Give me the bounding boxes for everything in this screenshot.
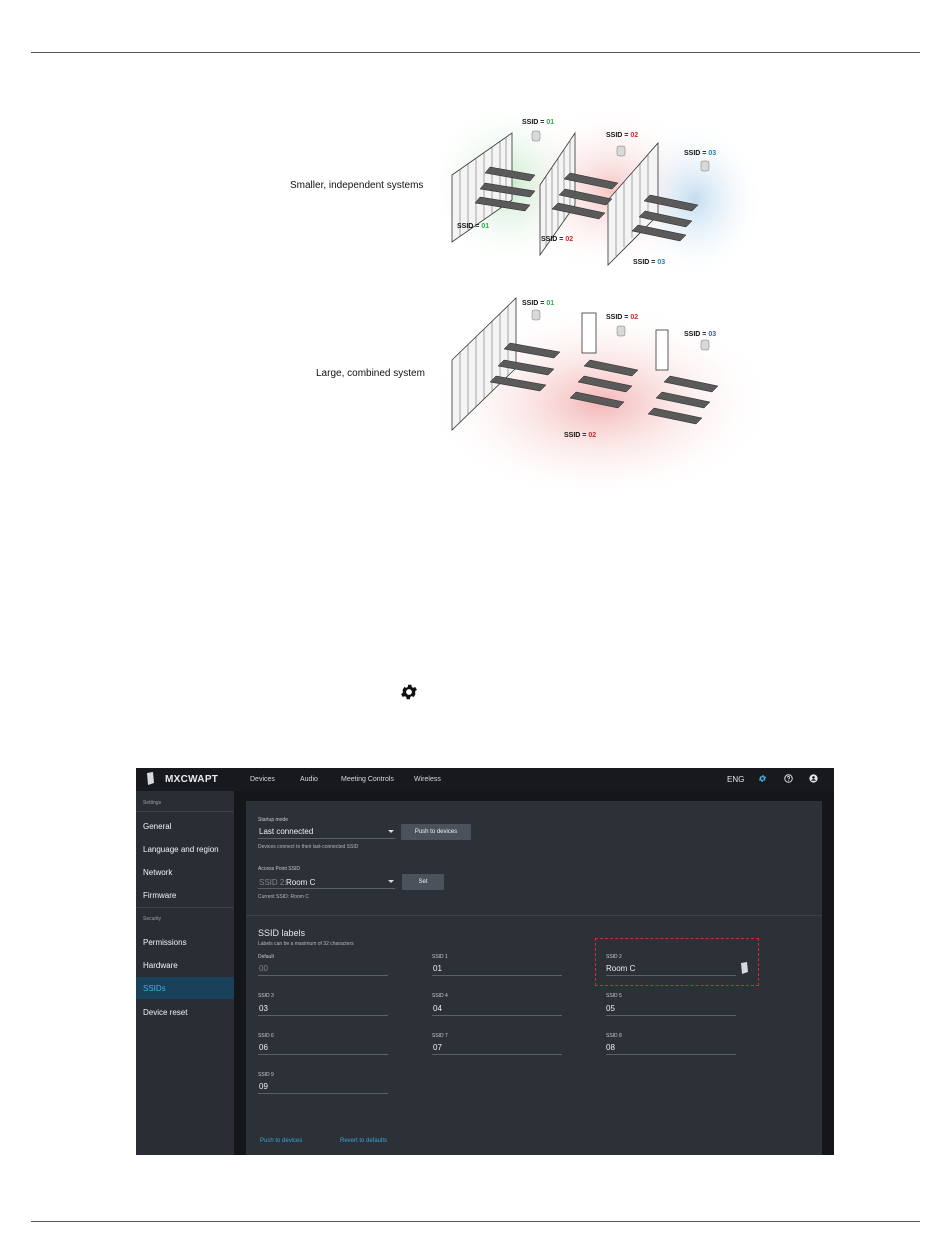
svg-text:SSID = 01: SSID = 01: [522, 119, 554, 126]
section-divider: [246, 915, 822, 916]
ssid-7-field[interactable]: 07: [433, 1043, 442, 1052]
sidebar-section-security: Security: [143, 916, 162, 922]
sidebar-item-permissions[interactable]: Permissions: [143, 938, 187, 947]
ssid-2-field[interactable]: Room C: [606, 964, 636, 973]
ssid-5-label: SSID 5: [606, 993, 622, 999]
sidebar-item-hardware[interactable]: Hardware: [143, 961, 178, 970]
app-brand: MXCWAPT: [165, 774, 219, 785]
svg-text:SSID = 03: SSID = 03: [684, 331, 716, 338]
ssid-1-field[interactable]: 01: [433, 964, 442, 973]
ssid-default-underline: [258, 975, 388, 976]
combined-system-illustration: SSID = 01 SSID = 02 SSID = 03 SSID = 02: [440, 293, 760, 488]
chevron-down-icon[interactable]: [388, 830, 394, 833]
sidebar-section-settings: Settings: [143, 800, 162, 806]
svg-text:SSID = 02: SSID = 02: [606, 314, 638, 321]
label-combined-system: Large, combined system: [316, 368, 425, 379]
top-rule: [31, 52, 920, 53]
ssid-5-field[interactable]: 05: [606, 1004, 615, 1013]
settings-gear-icon[interactable]: [758, 774, 767, 783]
ssid-3-label: SSID 3: [258, 993, 274, 999]
ssid-9-label: SSID 9: [258, 1072, 274, 1078]
settings-sidebar: Settings General Language and region Net…: [136, 791, 234, 1155]
startup-mode-label: Startup mode: [258, 817, 289, 823]
app-window: MXCWAPT Devices Audio Meeting Controls W…: [136, 768, 834, 1155]
ssid-4-field[interactable]: 04: [433, 1004, 442, 1013]
label-independent-systems: Smaller, independent systems: [290, 180, 424, 191]
push-to-devices-button[interactable]: Push to devices: [401, 824, 471, 840]
access-point-ssid-select[interactable]: Room C: [286, 878, 316, 887]
ssid-4-label: SSID 4: [432, 993, 448, 999]
access-point-ssid-label: Access Point SSID: [258, 866, 300, 872]
ssid-6-label: SSID 6: [258, 1033, 274, 1039]
ssid-8-field[interactable]: 08: [606, 1043, 615, 1052]
access-point-ssid-prefix: SSID 2:: [259, 878, 287, 887]
ssid-9-underline: [258, 1093, 388, 1094]
startup-mode-hint: Devices connect to their last-connected …: [258, 844, 359, 850]
svg-text:SSID = 02: SSID = 02: [541, 236, 573, 243]
startup-mode-select[interactable]: Last connected: [259, 827, 314, 836]
ssid-2-underline: [606, 975, 736, 976]
chevron-down-icon[interactable]: [388, 880, 394, 883]
access-point-underline: [258, 888, 395, 889]
ssid-7-underline: [432, 1054, 562, 1055]
access-point-icon: [741, 962, 748, 974]
ssid-6-field[interactable]: 06: [259, 1043, 268, 1052]
ssid-1-label: SSID 1: [432, 954, 448, 960]
ssid-4-underline: [432, 1015, 562, 1016]
revert-to-defaults-link[interactable]: Revert to defaults: [340, 1138, 388, 1144]
sidebar-item-firmware[interactable]: Firmware: [143, 891, 177, 900]
nav-wireless[interactable]: Wireless: [414, 776, 441, 783]
svg-text:SSID = 02: SSID = 02: [564, 432, 596, 439]
ssid-9-field[interactable]: 09: [259, 1082, 268, 1091]
ssid-1-underline: [432, 975, 562, 976]
ssid-3-field[interactable]: 03: [259, 1004, 268, 1013]
ssid-8-underline: [606, 1054, 736, 1055]
ssid-6-underline: [258, 1054, 388, 1055]
sidebar-item-device-reset[interactable]: Device reset: [143, 1008, 188, 1017]
help-icon[interactable]: [784, 774, 793, 783]
sidebar-item-general[interactable]: General: [143, 822, 172, 831]
svg-text:SSID = 01: SSID = 01: [522, 300, 554, 307]
ssid-default-field[interactable]: 00: [259, 964, 268, 973]
ssid-2-label: SSID 2: [606, 954, 622, 960]
nav-meeting-controls[interactable]: Meeting Controls: [341, 776, 394, 783]
ssid-default-label: Default: [258, 954, 274, 960]
ssid-labels-title: SSID labels: [258, 928, 306, 938]
device-logo-icon: [147, 772, 154, 785]
ssid-7-label: SSID 7: [432, 1033, 448, 1039]
nav-devices[interactable]: Devices: [250, 776, 275, 783]
ssid-labels-hint: Labels can be a maximum of 32 characters: [258, 941, 354, 947]
independent-systems-illustration: SSID = 01 SSID = 02 SSID = 03 SSID = 01 …: [440, 105, 760, 280]
svg-text:SSID = 03: SSID = 03: [633, 259, 665, 266]
sidebar-item-ssids-label: SSIDs: [143, 984, 166, 993]
ssid-8-label: SSID 8: [606, 1033, 622, 1039]
sidebar-divider: [136, 907, 234, 908]
account-icon[interactable]: [809, 774, 818, 783]
ssid-3-underline: [258, 1015, 388, 1016]
push-to-devices-link[interactable]: Push to devices: [260, 1138, 303, 1144]
set-button[interactable]: Set: [402, 874, 444, 890]
svg-text:SSID = 02: SSID = 02: [606, 132, 638, 139]
svg-text:SSID = 03: SSID = 03: [684, 150, 716, 157]
sidebar-item-language-and-region[interactable]: Language and region: [143, 845, 219, 854]
settings-panel: [246, 801, 822, 1155]
language-selector[interactable]: ENG: [727, 775, 745, 784]
top-bar: MXCWAPT Devices Audio Meeting Controls W…: [136, 768, 834, 791]
highlight-box: [595, 938, 759, 986]
bottom-rule: [31, 1221, 920, 1222]
ssid-5-underline: [606, 1015, 736, 1016]
startup-mode-underline: [258, 838, 395, 839]
gear-icon: [401, 684, 417, 700]
sidebar-item-network[interactable]: Network: [143, 868, 173, 877]
svg-text:SSID = 01: SSID = 01: [457, 223, 489, 230]
nav-audio[interactable]: Audio: [300, 776, 318, 783]
current-ssid-text: Current SSID: Room C: [258, 894, 309, 900]
sidebar-divider: [136, 811, 234, 812]
sidebar-item-ssids[interactable]: SSIDs: [136, 977, 234, 999]
